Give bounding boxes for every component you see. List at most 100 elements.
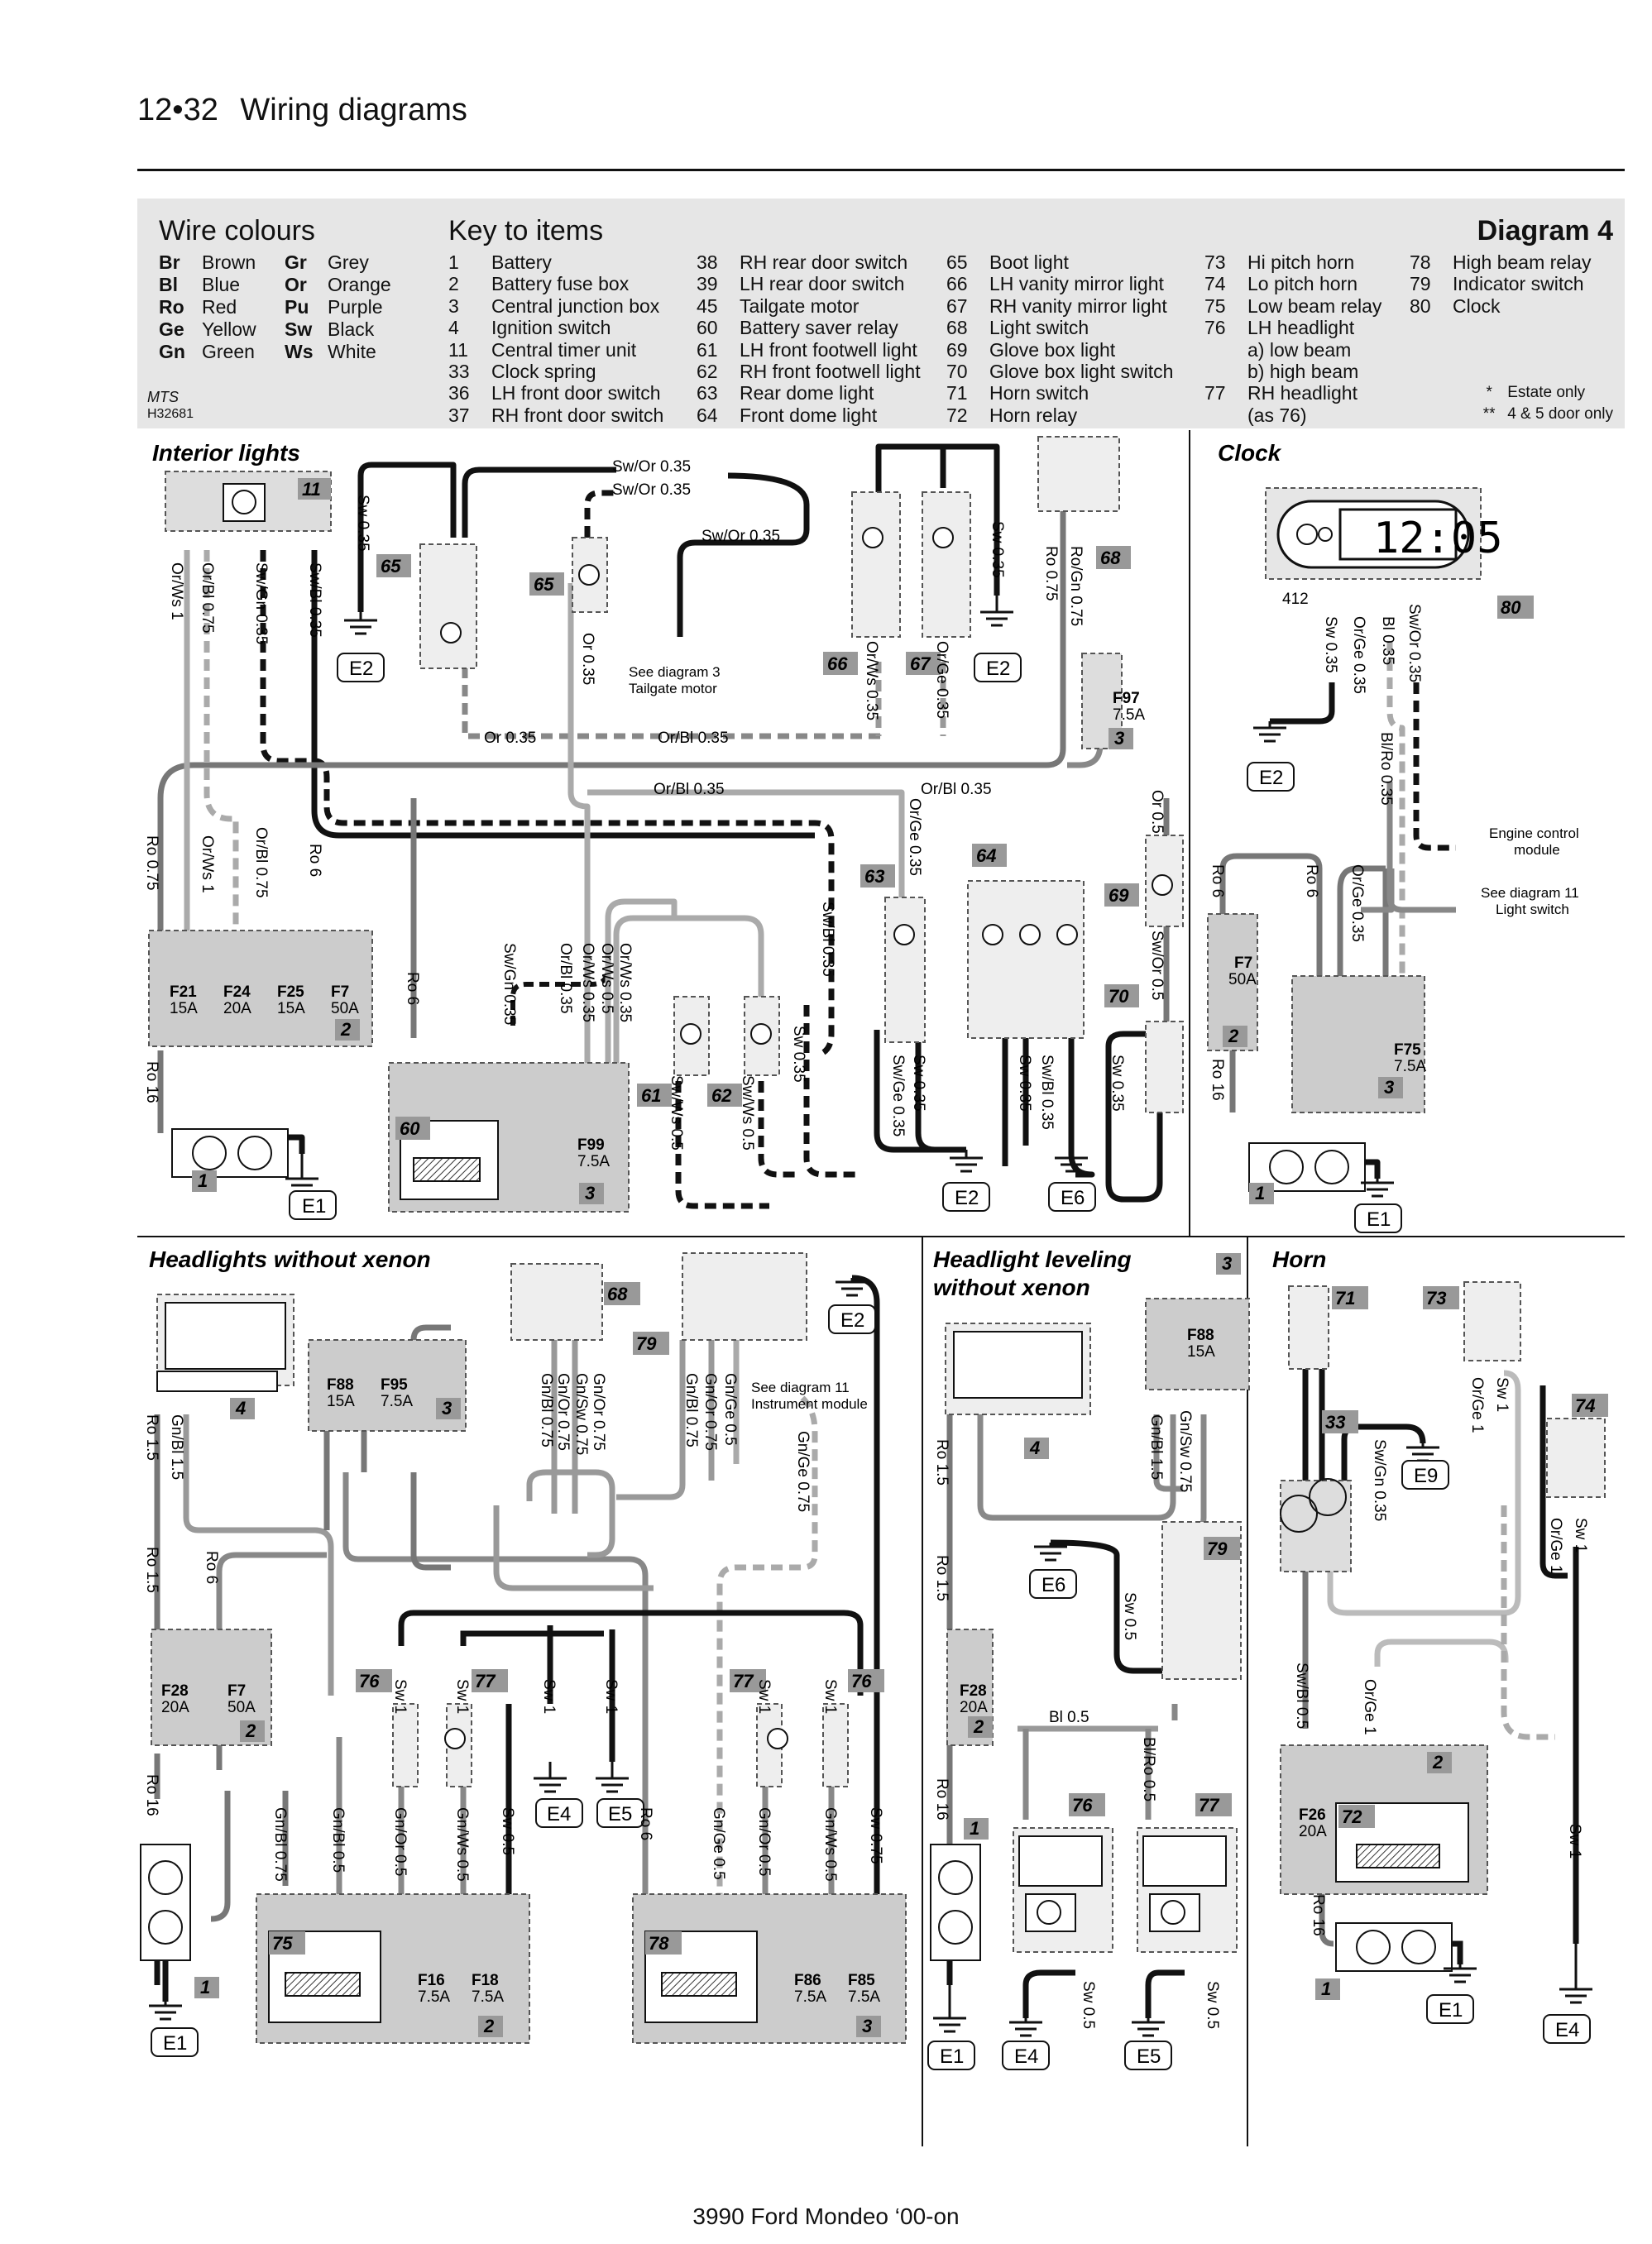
- leveling-components: [930, 1298, 1250, 1961]
- key-item-number: 3: [448, 294, 459, 317]
- key-item-label: a) low beam: [1247, 338, 1352, 361]
- wire-label-ro6-a: Ro 6: [1209, 864, 1226, 897]
- ground-e1-a: E1: [302, 1195, 326, 1218]
- svg-text:77: 77: [733, 1671, 754, 1691]
- wire-label-ro6-f: Ro 6: [637, 1807, 654, 1840]
- key-item-label: b) high beam: [1247, 360, 1359, 382]
- wire-colour-code: Gn: [159, 341, 185, 362]
- key-item-label: Ignition switch: [491, 317, 611, 339]
- wire-colour-code2: Gr: [285, 251, 307, 273]
- ground-e4-a: E4: [547, 1803, 571, 1825]
- leveling-grounds: [933, 1543, 1165, 2037]
- key-item-label: LH headlight: [1247, 317, 1355, 339]
- wire-label-sw035-g: Sw 0.35: [1109, 1055, 1126, 1112]
- wire-label-sw1-i: Sw 1: [1566, 1824, 1583, 1859]
- svg-text:3: 3: [862, 2016, 872, 2036]
- svg-text:1: 1: [198, 1170, 208, 1191]
- key-item-number: 36: [448, 382, 470, 404]
- wire-label-swbl035-c: Sw/Bl 0.35: [1038, 1055, 1056, 1130]
- svg-text:76: 76: [851, 1671, 872, 1691]
- key-item-label: RH rear door switch: [740, 251, 908, 273]
- leveling-labels: E1 E4 E5 E6 3 4 79 2 1 76 77 F88 15A F28…: [927, 1253, 1241, 2070]
- wire-label-gnor075-b: Gn/Or 0.75: [590, 1373, 607, 1451]
- svg-text:65: 65: [534, 574, 554, 595]
- svg-text:F7: F7: [227, 1682, 246, 1700]
- svg-text:F86: F86: [794, 1972, 821, 1989]
- wire-label-gnor05-a: Gn/Or 0.5: [391, 1807, 409, 1876]
- key-item-number: 65: [946, 251, 968, 273]
- svg-text:3: 3: [1222, 1253, 1232, 1274]
- wire-label-orge035-b: Or/Ge 0.35: [1350, 616, 1367, 694]
- footnote: *Estate only: [1471, 382, 1613, 404]
- wire-label-orge1-a: Or/Ge 1: [1361, 1679, 1378, 1735]
- svg-text:64: 64: [976, 845, 996, 866]
- fuse-f95-rating: 7.5A: [381, 1393, 413, 1410]
- footnote-mark: **: [1482, 405, 1496, 423]
- key-item-label: RH front footwell light: [740, 360, 921, 382]
- fuse-f7-rating-b: 50A: [1228, 971, 1257, 988]
- fuse-f86-rating: 7.5A: [794, 1988, 826, 2006]
- svg-text:2: 2: [1432, 1752, 1444, 1773]
- interior-wires: [157, 443, 1456, 1209]
- svg-text:4: 4: [1029, 1438, 1040, 1458]
- key-item-number: 60: [697, 317, 718, 339]
- ground-e9: E9: [1414, 1465, 1438, 1487]
- wire-label-ro16-a: Ro 16: [1209, 1059, 1226, 1101]
- wire-label-swor-1: Sw/Or 0.35: [612, 458, 691, 476]
- key-item-label: Horn switch: [989, 382, 1089, 404]
- fuse-f25-rating: 15A: [277, 1000, 305, 1017]
- wire-label-sw05-b: Sw 0.5: [1121, 1592, 1138, 1640]
- fuse-f7-rating-c: 50A: [227, 1699, 256, 1716]
- svg-text:75: 75: [272, 1933, 293, 1954]
- wire-label-sw035-e: Sw 0.35: [910, 1055, 927, 1112]
- wire-label-sw1-f: Sw 1: [821, 1679, 839, 1714]
- wire-label-ro6-c: Ro 6: [306, 844, 323, 877]
- key-item-label: Battery fuse box: [491, 273, 630, 295]
- wire-label-orws1-b: Or/Ws 1: [199, 835, 216, 893]
- svg-text:F18: F18: [472, 1972, 499, 1989]
- key-item-number: 61: [697, 338, 718, 361]
- svg-text:1: 1: [1255, 1183, 1265, 1203]
- key-item-number: 62: [697, 360, 718, 382]
- svg-text:11: 11: [302, 479, 321, 500]
- wire-label-sw035-f: Sw 0.35: [1016, 1055, 1033, 1112]
- wire-label-orbl075-a: Or/Bl 0.75: [199, 562, 216, 634]
- wire-colour-name: Green: [202, 341, 255, 362]
- page-title: Wiring diagrams: [240, 93, 467, 127]
- wire-label-gnor05-b: Gn/Or 0.5: [755, 1807, 773, 1876]
- key-item-number: 70: [946, 360, 968, 382]
- key-item-number: 37: [448, 404, 470, 426]
- wire-label-ro6-b: Ro 6: [1303, 864, 1320, 897]
- key-item-number: 39: [697, 273, 718, 295]
- key-item-label: Light switch: [989, 317, 1089, 339]
- ground-e1-d: E1: [940, 2045, 964, 2068]
- wire-label-sw1-b: Sw 1: [453, 1679, 471, 1714]
- wire-label-rogn075: Ro/Gn 0.75: [1067, 546, 1085, 626]
- key-item-label: Front dome light: [740, 404, 878, 426]
- key-item-label: High beam relay: [1453, 251, 1592, 273]
- wire-label-ro6-d: Ro 6: [404, 972, 421, 1005]
- svg-text:76: 76: [1072, 1795, 1093, 1816]
- key-item-label: Battery saver relay: [740, 317, 898, 339]
- key-item-number: 2: [448, 273, 459, 295]
- key-item-number: 4: [448, 317, 459, 339]
- svg-text:2: 2: [245, 1720, 256, 1741]
- wire-label-orws1-a: Or/Ws 1: [168, 562, 185, 620]
- svg-text:77: 77: [1199, 1795, 1220, 1816]
- svg-text:2: 2: [340, 1019, 352, 1040]
- svg-text:F28: F28: [960, 1682, 987, 1700]
- page-header: 12•32 Wiring diagrams: [137, 93, 467, 128]
- wire-label-gnbl075-c: Gn/Bl 0.75: [271, 1807, 289, 1882]
